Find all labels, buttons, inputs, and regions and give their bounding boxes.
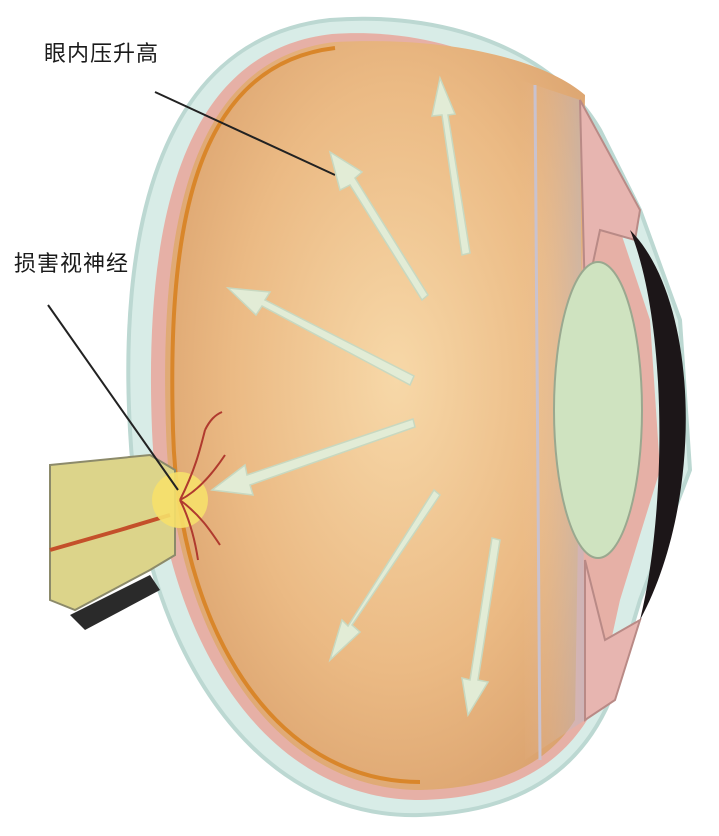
- label-intraocular-pressure: 眼内压升高: [44, 36, 159, 68]
- lens: [554, 262, 642, 558]
- label-optic-nerve-damage: 损害视神经: [14, 246, 129, 278]
